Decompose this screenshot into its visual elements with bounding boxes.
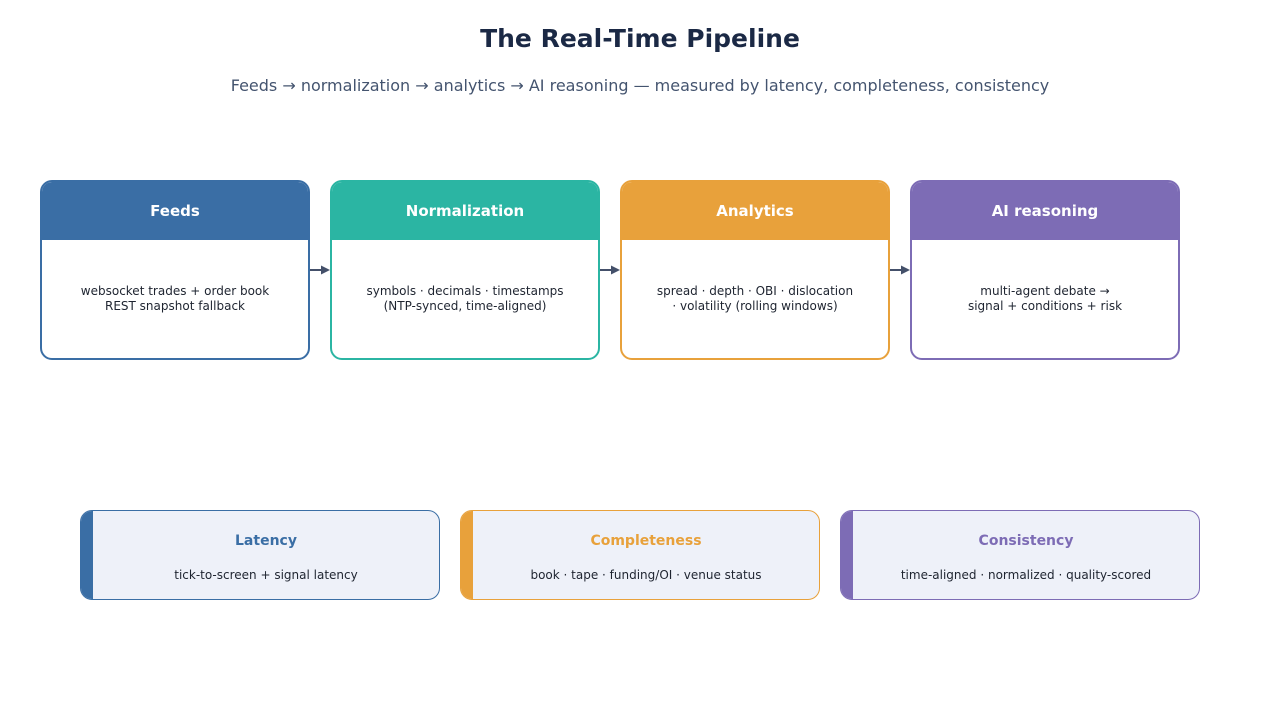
stage-feeds: Feeds websocket trades + order book REST… (40, 180, 310, 360)
stage-normalization-line-2: (NTP-synced, time-aligned) (383, 299, 547, 313)
stage-normalization-line-1: symbols · decimals · timestamps (366, 284, 564, 298)
metric-consistency-stripe (841, 511, 853, 599)
metric-completeness: Completeness book · tape · funding/OI · … (460, 510, 820, 600)
arrow-icon (600, 265, 620, 275)
stage-analytics-body: spread · depth · OBI · dislocation · vol… (622, 240, 888, 358)
metric-consistency: Consistency time-aligned · normalized · … (840, 510, 1200, 600)
metric-latency: Latency tick-to-screen + signal latency (80, 510, 440, 600)
stage-feeds-header: Feeds (42, 182, 308, 240)
stage-feeds-line-2: REST snapshot fallback (105, 299, 245, 313)
stage-analytics: Analytics spread · depth · OBI · disloca… (620, 180, 890, 360)
metric-completeness-stripe (461, 511, 473, 599)
stage-analytics-header: Analytics (622, 182, 888, 240)
stage-ai-reasoning-line-1: multi-agent debate → (980, 284, 1110, 298)
diagram-title: The Real-Time Pipeline (480, 24, 800, 53)
stage-normalization-body: symbols · decimals · timestamps (NTP-syn… (332, 240, 598, 358)
metric-consistency-title: Consistency (978, 533, 1074, 549)
metric-latency-title: Latency (235, 533, 297, 549)
stage-normalization: Normalization symbols · decimals · times… (330, 180, 600, 360)
arrow-icon (890, 265, 910, 275)
stage-ai-reasoning-header: AI reasoning (912, 182, 1178, 240)
stage-ai-reasoning: AI reasoning multi-agent debate → signal… (910, 180, 1180, 360)
stage-analytics-line-1: spread · depth · OBI · dislocation (656, 284, 854, 298)
metric-latency-desc: tick-to-screen + signal latency (174, 568, 358, 582)
stage-analytics-line-2: · volatility (rolling windows) (672, 299, 838, 313)
metric-consistency-desc: time-aligned · normalized · quality-scor… (900, 568, 1152, 582)
stage-ai-reasoning-line-2: signal + conditions + risk (967, 299, 1123, 313)
stage-ai-reasoning-body: multi-agent debate → signal + conditions… (912, 240, 1178, 358)
stage-feeds-body: websocket trades + order book REST snaps… (42, 240, 308, 358)
metric-latency-stripe (81, 511, 93, 599)
metric-completeness-desc: book · tape · funding/OI · venue status (530, 568, 762, 582)
diagram-subtitle: Feeds → normalization → analytics → AI r… (230, 76, 1050, 95)
stage-feeds-line-1: websocket trades + order book (80, 284, 270, 298)
stage-normalization-header: Normalization (332, 182, 598, 240)
arrow-icon (310, 265, 330, 275)
metric-completeness-title: Completeness (590, 533, 702, 549)
